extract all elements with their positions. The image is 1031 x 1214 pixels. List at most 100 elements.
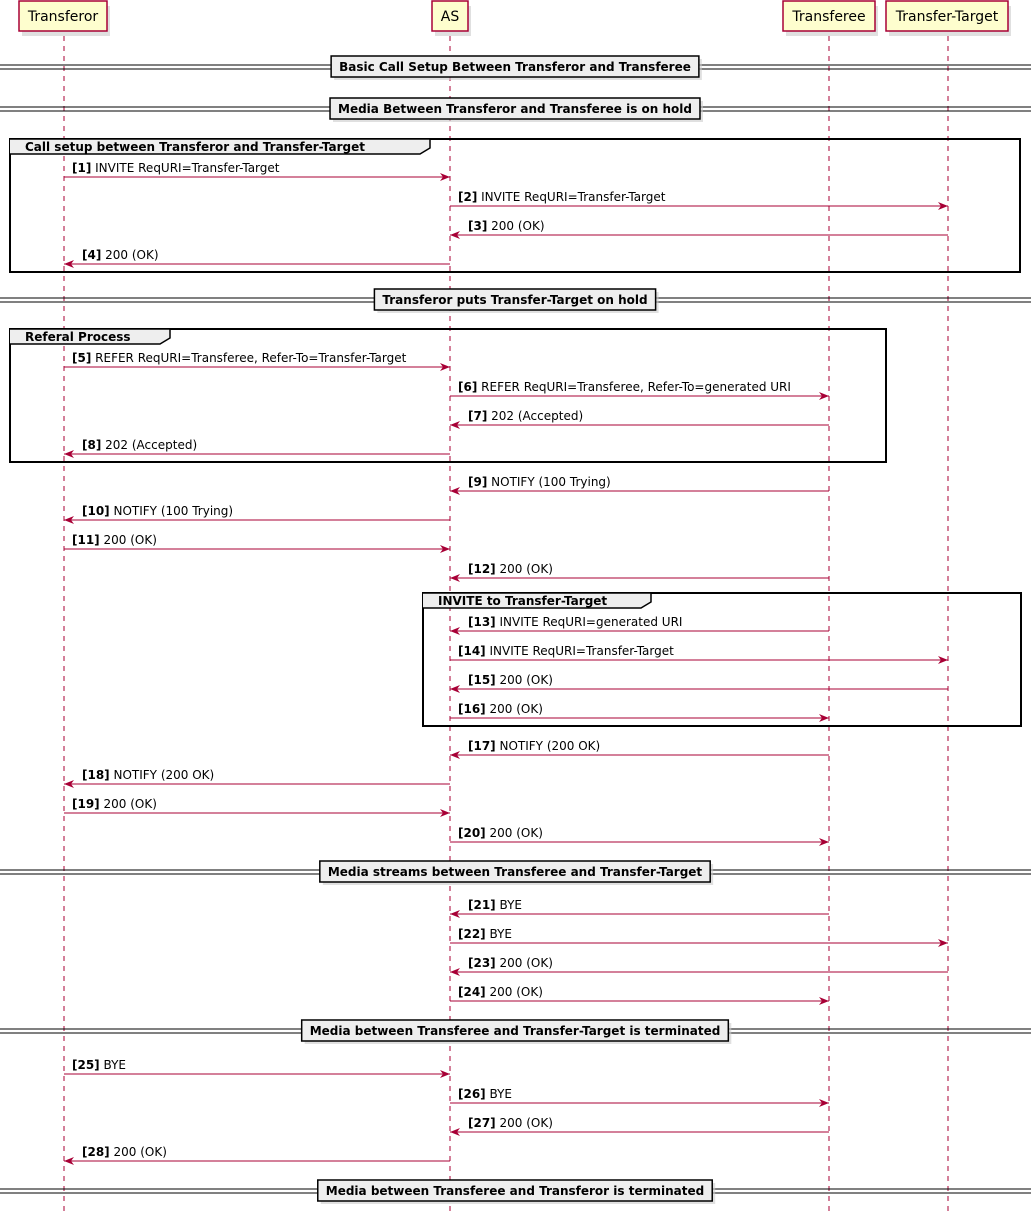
message-number: [10] — [82, 504, 110, 518]
divider-box — [300, 1019, 730, 1042]
participant-box — [782, 0, 876, 32]
message: [6] REFER ReqURI=Transferee, Refer-To=ge… — [450, 380, 829, 400]
divider-label: Media between Transferee and Transfer-Ta… — [310, 1024, 721, 1038]
message-label: [21] BYE — [468, 898, 522, 912]
message: [28] 200 (OK) — [64, 1145, 450, 1165]
message-number: [6] — [458, 380, 477, 394]
message-number: [24] — [458, 985, 486, 999]
message-label: [28] 200 (OK) — [82, 1145, 167, 1159]
message-label: [18] NOTIFY (200 OK) — [82, 768, 214, 782]
message-number: [25] — [72, 1058, 100, 1072]
message: [20] 200 (OK) — [450, 826, 829, 846]
divider-box — [373, 288, 657, 311]
message-text: 202 (Accepted) — [101, 438, 197, 452]
message-text: BYE — [486, 1087, 512, 1101]
divider: Media between Transferee and Transfer-Ta… — [0, 1019, 1031, 1044]
group-frame: Referal Process — [9, 328, 887, 463]
message-number: [2] — [458, 190, 477, 204]
message-label: [11] 200 (OK) — [72, 533, 157, 547]
message: [25] BYE — [64, 1058, 450, 1078]
message: [17] NOTIFY (200 OK) — [450, 739, 829, 759]
message: [1] INVITE ReqURI=Transfer-Target — [64, 161, 450, 181]
message-number: [28] — [82, 1145, 110, 1159]
message-number: [3] — [468, 219, 487, 233]
message-label: [14] INVITE ReqURI=Transfer-Target — [458, 644, 674, 658]
participant-transferee: Transferee — [782, 0, 878, 36]
message-label: [10] NOTIFY (100 Trying) — [82, 504, 233, 518]
message-label: [27] 200 (OK) — [468, 1116, 553, 1130]
message-label: [1] INVITE ReqURI=Transfer-Target — [72, 161, 280, 175]
group-tab — [10, 138, 431, 155]
message-text: NOTIFY (100 Trying) — [487, 475, 610, 489]
message-number: [8] — [82, 438, 101, 452]
divider: Media between Transferee and Transferor … — [0, 1179, 1031, 1204]
group-tab — [423, 592, 652, 609]
message-text: 200 (OK) — [496, 562, 553, 576]
message-number: [11] — [72, 533, 100, 547]
message-label: [23] 200 (OK) — [468, 956, 553, 970]
message-number: [22] — [458, 927, 486, 941]
message: [18] NOTIFY (200 OK) — [64, 768, 450, 788]
message-text: REFER ReqURI=Transferee, Refer-To=Transf… — [91, 351, 406, 365]
participant-label: Transferor — [27, 9, 99, 25]
message-number: [18] — [82, 768, 110, 782]
message-number: [26] — [458, 1087, 486, 1101]
message-number: [20] — [458, 826, 486, 840]
message-number: [27] — [468, 1116, 496, 1130]
group-frame: INVITE to Transfer-Target — [422, 592, 1022, 727]
message: [16] 200 (OK) — [450, 702, 829, 722]
message-text: 200 (OK) — [486, 702, 543, 716]
message: [13] INVITE ReqURI=generated URI — [450, 615, 829, 635]
message-text: INVITE ReqURI=Transfer-Target — [91, 161, 279, 175]
message: [3] 200 (OK) — [450, 219, 948, 239]
message-number: [23] — [468, 956, 496, 970]
message-text: 200 (OK) — [496, 956, 553, 970]
message-number: [12] — [468, 562, 496, 576]
message-number: [1] — [72, 161, 91, 175]
divider: Transferor puts Transfer-Target on hold — [0, 288, 1031, 313]
message: [10] NOTIFY (100 Trying) — [64, 504, 450, 524]
message: [11] 200 (OK) — [64, 533, 450, 553]
divider: Media streams between Transferee and Tra… — [0, 860, 1031, 885]
message-number: [19] — [72, 797, 100, 811]
group-frame: Call setup between Transferor and Transf… — [9, 138, 1021, 273]
lifelines — [63, 36, 949, 1214]
participant-target: Transfer-Target — [885, 0, 1011, 36]
message-label: [12] 200 (OK) — [468, 562, 553, 576]
group-label: Referal Process — [25, 330, 131, 344]
participant-box — [885, 0, 1009, 32]
message-label: [25] BYE — [72, 1058, 126, 1072]
message-text: BYE — [100, 1058, 126, 1072]
message-number: [13] — [468, 615, 496, 629]
message-text: 202 (Accepted) — [487, 409, 583, 423]
divider-label: Basic Call Setup Between Transferor and … — [339, 60, 691, 74]
participant-label: Transferee — [791, 9, 865, 25]
message-label: [4] 200 (OK) — [82, 248, 159, 262]
group-border — [9, 328, 887, 463]
message-text: 200 (OK) — [496, 673, 553, 687]
message: [9] NOTIFY (100 Trying) — [450, 475, 829, 495]
message-label: [26] BYE — [458, 1087, 512, 1101]
message-number: [5] — [72, 351, 91, 365]
message: [15] 200 (OK) — [450, 673, 948, 693]
message-text: NOTIFY (100 Trying) — [110, 504, 233, 518]
divider-label: Media between Transferee and Transferor … — [326, 1184, 704, 1198]
message-label: [7] 202 (Accepted) — [468, 409, 583, 423]
group-border — [422, 592, 1022, 727]
participant-label: AS — [441, 9, 460, 25]
divider-box — [317, 1179, 713, 1202]
message-number: [21] — [468, 898, 496, 912]
message-label: [9] NOTIFY (100 Trying) — [468, 475, 611, 489]
message: [4] 200 (OK) — [64, 248, 450, 268]
message-text: 200 (OK) — [487, 219, 544, 233]
message: [24] 200 (OK) — [450, 985, 829, 1005]
divider-box — [330, 55, 700, 78]
message: [14] INVITE ReqURI=Transfer-Target — [450, 644, 948, 664]
participant-box — [431, 0, 469, 32]
message: [8] 202 (Accepted) — [64, 438, 450, 458]
message-label: [6] REFER ReqURI=Transferee, Refer-To=ge… — [458, 380, 791, 394]
divider-box — [329, 97, 701, 120]
message-text: 200 (OK) — [496, 1116, 553, 1130]
group-border — [9, 138, 1021, 273]
